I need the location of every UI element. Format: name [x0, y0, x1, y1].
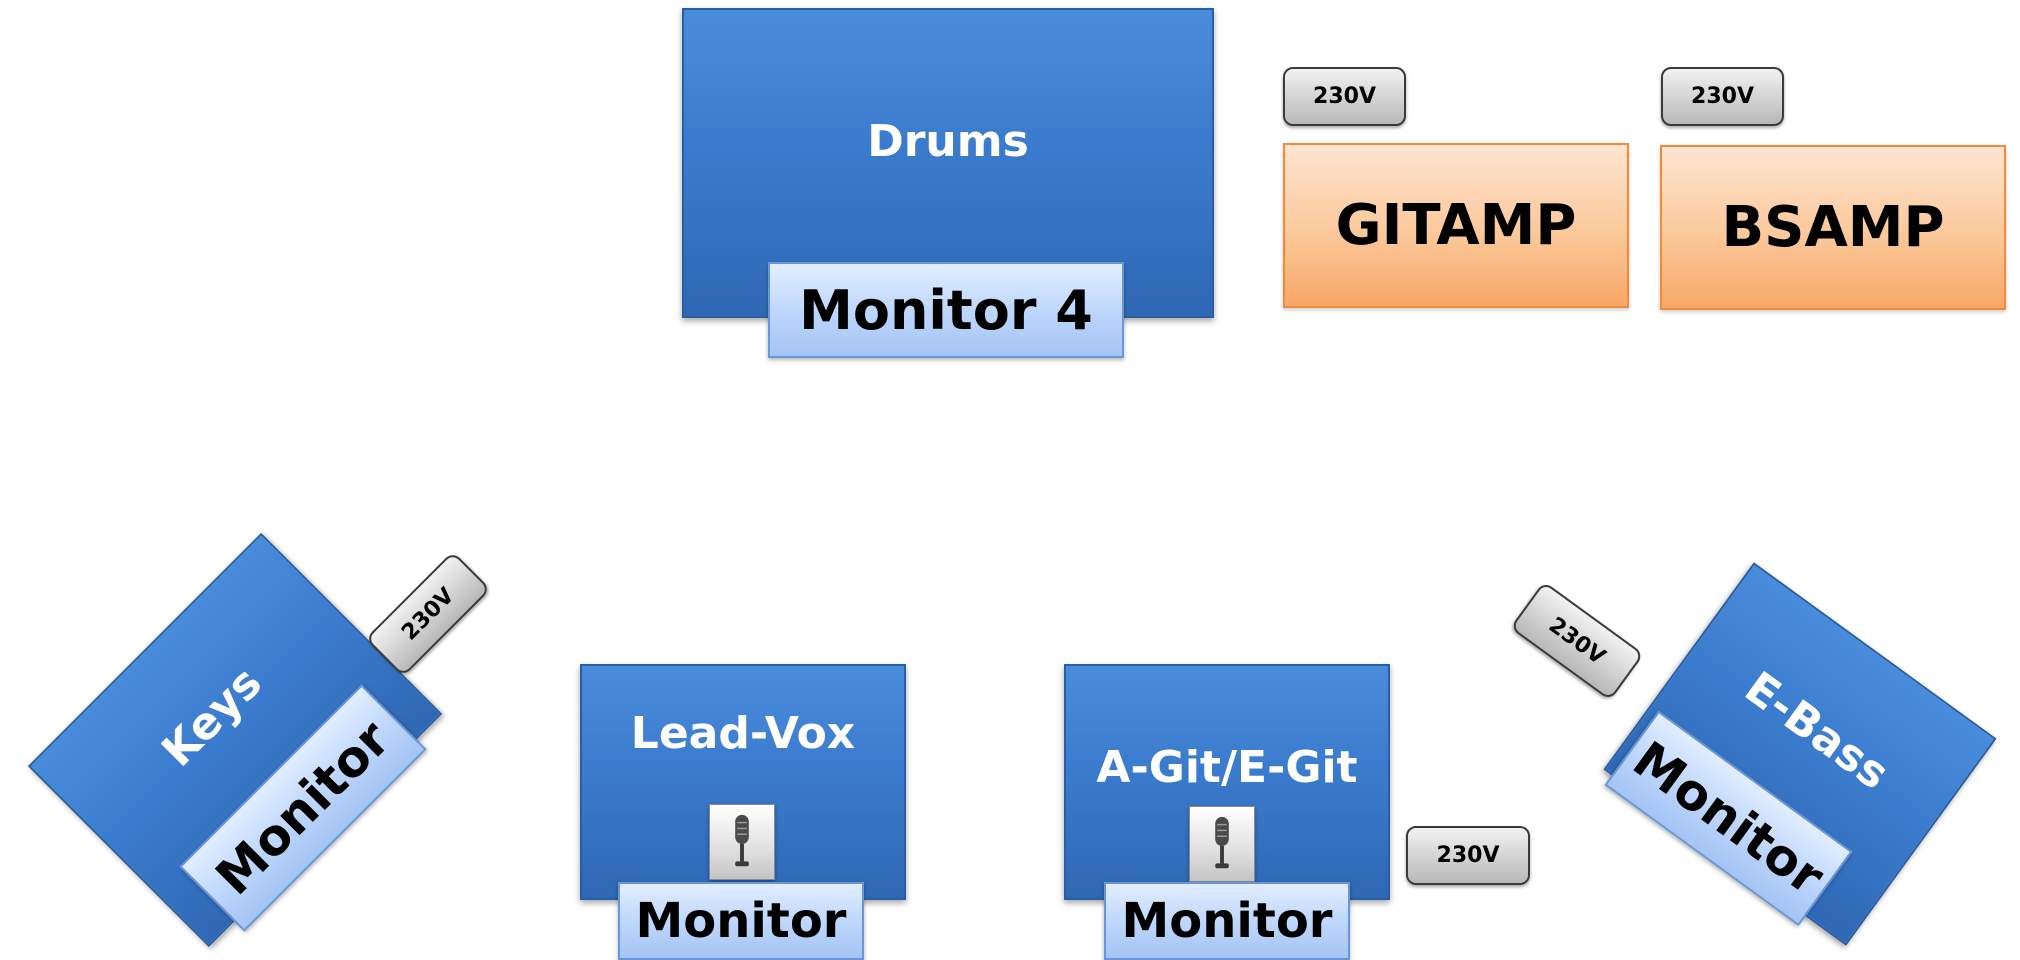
microphone-icon: [709, 804, 775, 880]
acoustic-electric-guitar-label: A-Git/E-Git: [1096, 742, 1358, 793]
power-outlet-gitamp: 230V: [1283, 67, 1406, 126]
microphone-icon: [1189, 806, 1255, 882]
lead-vox-label: Lead-Vox: [630, 708, 856, 759]
guitar-amp: GITAMP: [1283, 143, 1629, 308]
drums-label: Drums: [867, 116, 1029, 167]
bass-amp-label: BSAMP: [1721, 195, 1945, 260]
power-outlet-bsamp: 230V: [1661, 67, 1784, 126]
lead-vox-monitor: Monitor: [618, 882, 864, 960]
acoustic-electric-guitar-monitor-label: Monitor: [1121, 893, 1333, 949]
keys-group: Keys Monitor: [27, 532, 443, 948]
power-outlet-keys: 230V: [365, 551, 491, 677]
bass-amp: BSAMP: [1660, 145, 2006, 310]
ebass-group: E-Bass Monitor: [1603, 562, 1997, 946]
power-outlet-acoustic-electric-guitar: 230V: [1406, 826, 1530, 885]
lead-vox-monitor-label: Monitor: [635, 893, 847, 949]
acoustic-electric-guitar-monitor: Monitor: [1104, 882, 1350, 960]
power-outlet-ebass: 230V: [1509, 581, 1645, 701]
guitar-amp-label: GITAMP: [1335, 193, 1577, 258]
drums-monitor-label: Monitor 4: [799, 278, 1093, 342]
drums-monitor: Monitor 4: [768, 262, 1124, 358]
